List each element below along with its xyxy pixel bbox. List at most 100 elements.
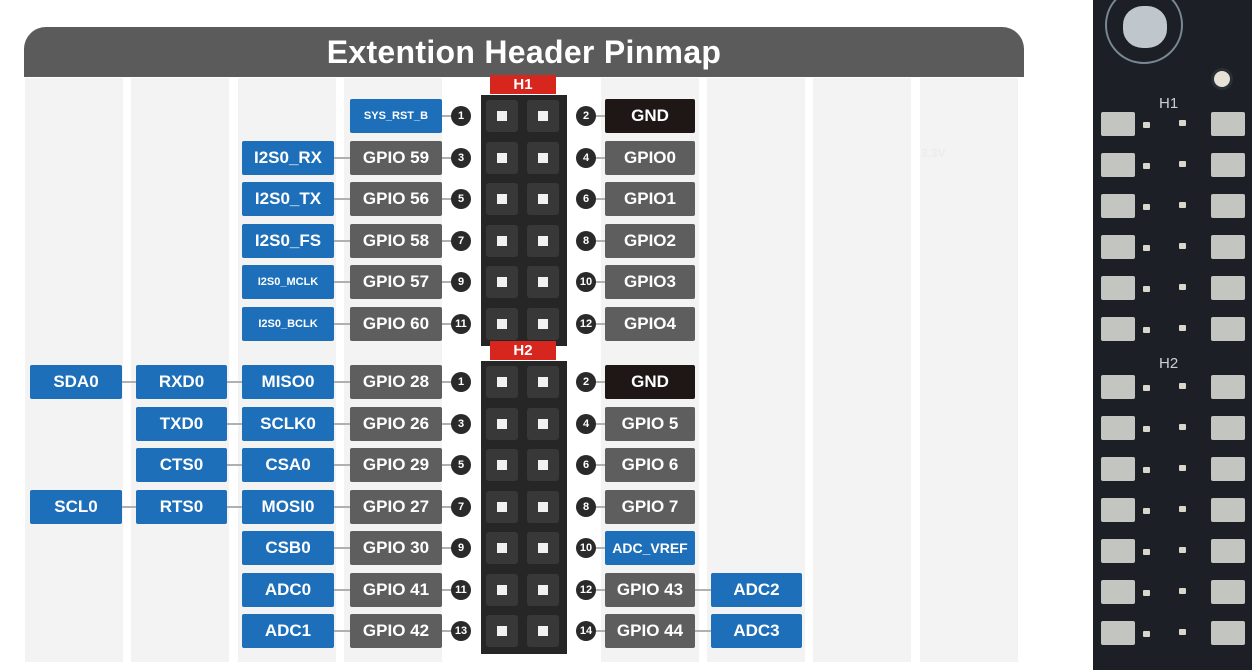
header-pin — [527, 532, 559, 564]
header-pin — [486, 407, 518, 440]
pin-number: 2 — [576, 372, 596, 392]
header-pin — [486, 141, 518, 174]
pin-number: 6 — [576, 455, 596, 475]
pin-number: 5 — [451, 189, 471, 209]
mounting-knob — [1123, 6, 1167, 48]
pin-label: ADC_VREF — [605, 531, 695, 565]
header-pin — [486, 183, 518, 215]
board-label: H2 — [1159, 355, 1179, 372]
pin-label: SDA0 — [30, 365, 122, 399]
pin-label: GPIO 60 — [350, 306, 442, 341]
pin-label: ADC3 — [711, 614, 802, 648]
header-pin — [486, 366, 518, 398]
board-pad — [1143, 590, 1150, 596]
board-label: H1 — [1159, 95, 1179, 112]
pin-number: 7 — [451, 496, 471, 517]
board-pad — [1179, 547, 1186, 553]
pin-number: 8 — [576, 230, 596, 251]
header-pin — [527, 490, 559, 523]
board-pad — [1143, 286, 1150, 292]
pin-number: 10 — [576, 538, 596, 558]
header-pin — [527, 573, 559, 606]
header-pin — [527, 615, 559, 647]
board-pin — [1101, 457, 1135, 481]
board-pad — [1143, 245, 1150, 251]
header-body — [481, 95, 567, 346]
column-band — [813, 78, 911, 662]
board-pin — [1101, 416, 1135, 440]
mounting-hole — [1105, 0, 1183, 64]
board-pin — [1101, 317, 1135, 341]
board-pad — [1179, 325, 1186, 331]
pin-label: I2S0_MCLK — [242, 265, 334, 299]
pin-label: SCLK0 — [242, 406, 334, 441]
pin-number: 3 — [451, 147, 471, 168]
board-pin — [1101, 235, 1135, 259]
board-pin — [1211, 194, 1245, 218]
header-pin — [486, 307, 518, 340]
board-pin — [1211, 498, 1245, 522]
board-pin — [1101, 276, 1135, 300]
via-hole — [1211, 68, 1233, 90]
pin-label: GPIO 57 — [350, 265, 442, 299]
pin-label: CTS0 — [136, 448, 227, 482]
pin-number: 11 — [451, 313, 471, 334]
pin-label: GND — [605, 99, 695, 133]
board-pad — [1143, 385, 1150, 391]
pin-number: 14 — [576, 621, 596, 641]
pin-label: GPIO 56 — [350, 182, 442, 216]
faint-voltage-label: 3.3V — [921, 146, 946, 160]
board-pin — [1211, 621, 1245, 645]
pin-number: 3 — [451, 413, 471, 434]
board-pin — [1211, 580, 1245, 604]
pin-label: GPIO1 — [605, 182, 695, 216]
board-pad — [1143, 204, 1150, 210]
header-pin — [527, 224, 559, 257]
board-pin — [1211, 317, 1245, 341]
board-pin — [1101, 498, 1135, 522]
pin-label: MISO0 — [242, 365, 334, 399]
board-pin — [1211, 153, 1245, 177]
pin-label: ADC0 — [242, 572, 334, 607]
pin-label: GPIO 59 — [350, 140, 442, 175]
pin-label: GPIO 26 — [350, 406, 442, 441]
board-pad — [1179, 506, 1186, 512]
pin-number: 8 — [576, 496, 596, 517]
header-pin — [486, 490, 518, 523]
pin-number: 9 — [451, 538, 471, 558]
board-pad — [1179, 424, 1186, 430]
pin-number: 1 — [451, 372, 471, 392]
board-pad — [1143, 163, 1150, 169]
header-pin — [486, 224, 518, 257]
pin-label: CSB0 — [242, 531, 334, 565]
board-pad — [1179, 120, 1186, 126]
board-pin — [1211, 276, 1245, 300]
pin-label: ADC2 — [711, 572, 802, 607]
pin-label: GPIO 44 — [605, 614, 695, 648]
pin-label: GPIO 30 — [350, 531, 442, 565]
pin-label: GND — [605, 365, 695, 399]
header-pin — [527, 183, 559, 215]
pin-number: 13 — [451, 621, 471, 641]
board-pin — [1211, 416, 1245, 440]
board-pad — [1143, 467, 1150, 473]
board-pad — [1143, 508, 1150, 514]
pin-number: 10 — [576, 272, 596, 292]
pin-label: GPIO 42 — [350, 614, 442, 648]
board-pin — [1101, 194, 1135, 218]
board-pad — [1143, 426, 1150, 432]
pin-label: GPIO4 — [605, 306, 695, 341]
board-pad — [1179, 588, 1186, 594]
pin-label: I2S0_TX — [242, 182, 334, 216]
header-pin — [486, 532, 518, 564]
page-title: Extention Header Pinmap — [24, 27, 1024, 77]
pin-label: GPIO3 — [605, 265, 695, 299]
board-pad — [1179, 243, 1186, 249]
board-pad — [1179, 465, 1186, 471]
header-pin — [486, 615, 518, 647]
header-pin — [527, 307, 559, 340]
header-tag: H2 — [490, 341, 556, 360]
board-pad — [1179, 284, 1186, 290]
pin-label: I2S0_BCLK — [242, 306, 334, 341]
